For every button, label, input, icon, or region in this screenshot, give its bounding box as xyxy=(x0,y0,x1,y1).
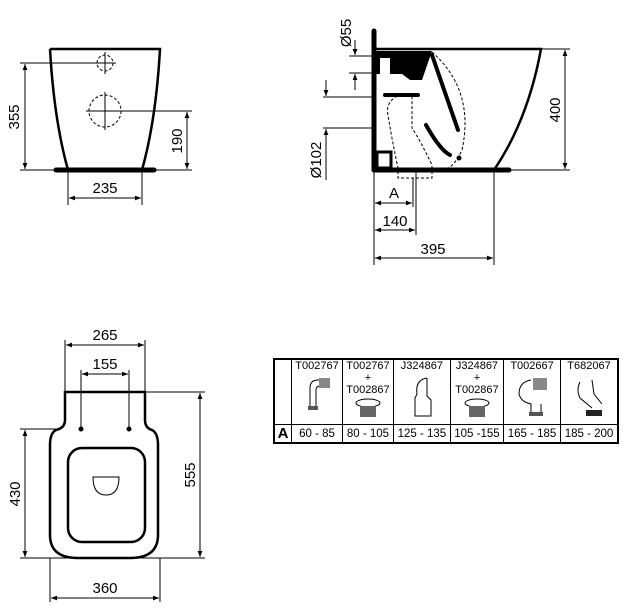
dim-430: 430 xyxy=(7,481,24,506)
dim-190: 190 xyxy=(169,128,186,153)
dim-555: 555 xyxy=(182,462,199,487)
range-cell: 105 -155 xyxy=(449,424,505,444)
front-outline xyxy=(48,47,162,171)
range-cell: 80 - 105 xyxy=(341,424,394,444)
table-cell: T002767+T002867 xyxy=(341,358,394,425)
dim-a: A xyxy=(389,185,399,202)
range-cell: 185 - 200 xyxy=(559,424,619,444)
range-cell: 60 - 85 xyxy=(291,424,343,444)
dim-dia-102: Ø102 xyxy=(308,142,325,179)
range-cell: 125 - 135 xyxy=(392,424,451,444)
dim-dia-55: Ø55 xyxy=(338,19,355,47)
front-view: 355 190 235 xyxy=(6,47,192,205)
row-label-a: A xyxy=(273,424,292,444)
table-cell: T682067 xyxy=(559,358,619,425)
adapter-table: T002767 T002767+T002867 J324867 J324867+… xyxy=(273,358,619,444)
dim-360: 360 xyxy=(92,580,117,597)
table-cell: J324867+T002867 xyxy=(449,358,505,425)
dim-395: 395 xyxy=(420,241,445,258)
collar-connector-icon xyxy=(355,398,381,417)
table-cell: T002667 xyxy=(503,358,561,425)
table-row: T002767 T002767+T002867 J324867 J324867+… xyxy=(273,358,619,425)
bend-pipe-icon xyxy=(518,378,548,416)
dim-265: 265 xyxy=(92,327,117,344)
range-cell: 165 - 185 xyxy=(503,424,561,444)
dim-400: 400 xyxy=(547,97,564,122)
dim-140: 140 xyxy=(382,213,407,230)
bend-pipe-icon xyxy=(307,378,330,410)
dim-155: 155 xyxy=(92,356,117,373)
dim-235: 235 xyxy=(92,180,117,197)
top-view: 265 155 430 555 360 xyxy=(7,327,205,602)
table-row: A 60 - 85 80 - 105 125 - 135 105 -155 16… xyxy=(273,424,619,444)
dim-355: 355 xyxy=(6,104,23,129)
angled-pipe-icon xyxy=(577,379,603,416)
side-view: Ø55 Ø102 400 A 140 395 xyxy=(308,19,570,265)
offset-pipe-icon xyxy=(414,377,432,417)
collar-connector-icon xyxy=(464,398,490,417)
table-cell: J324867 xyxy=(392,358,451,425)
table-cell: T002767 xyxy=(291,358,343,425)
